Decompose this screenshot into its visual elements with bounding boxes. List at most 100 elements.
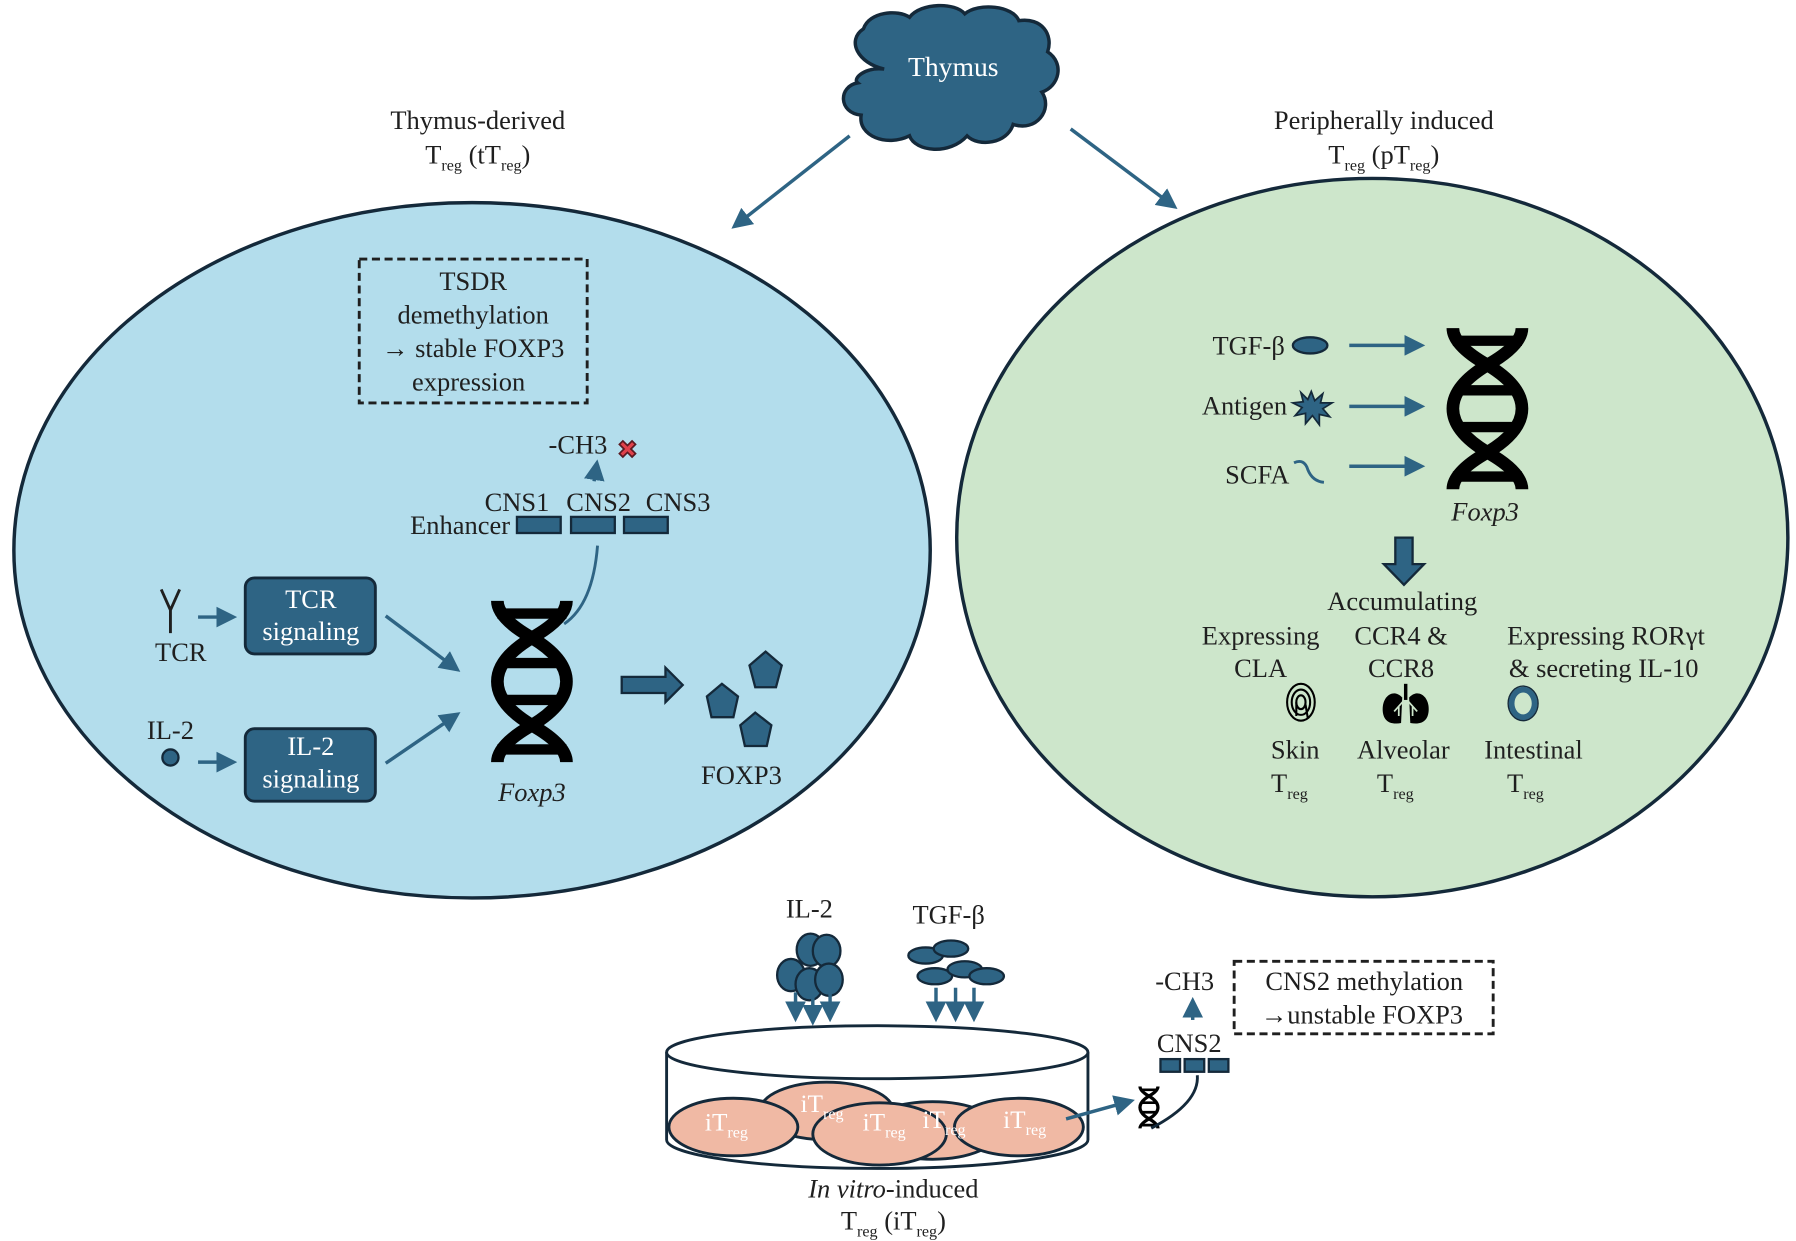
ttreg-cell: TSDR demethylation → stable FOXP3 expres… [12, 200, 932, 900]
subset-intestinal: Expressing RORγt & secreting IL-10 Intes… [1484, 621, 1705, 803]
arrow-thymus-to-ttreg [731, 134, 851, 229]
ttreg-title-line1: Thymus-derived [390, 105, 565, 135]
intestine-ring-icon [1508, 686, 1538, 721]
subset-alveolar: Accumulating CCR4 & CCR8 Alveolar Treg [1327, 586, 1477, 803]
itreg-il2-label: IL-2 [786, 894, 833, 924]
ttreg-title-line2: Treg (tTreg) [425, 139, 530, 174]
ptreg-title-line1: Peripherally induced [1274, 105, 1494, 135]
svg-text:Treg: Treg [1507, 768, 1544, 803]
itreg-cell [811, 1101, 948, 1167]
itreg-cell [667, 1096, 800, 1158]
itreg-section: IL-2 TGF-β [665, 894, 1495, 1240]
svg-text:signaling: signaling [262, 616, 359, 646]
svg-text:iTreg: iTreg [923, 1106, 966, 1139]
tgfb-arrows [925, 987, 985, 1023]
svg-text:Treg: Treg [1271, 768, 1308, 803]
svg-text:signaling: signaling [262, 763, 359, 793]
svg-text:Expressing RORγt: Expressing RORγt [1507, 621, 1705, 651]
cns-block [1183, 1057, 1206, 1073]
svg-text:TCR: TCR [285, 584, 337, 614]
il2-molecule-icon [161, 748, 180, 767]
tcr-receptor-icon [159, 588, 181, 634]
il2-cluster-icon [775, 932, 844, 1002]
fingerprint-icon [1286, 682, 1316, 722]
arrow-itreg-to-dna [1065, 1095, 1135, 1121]
cns3-label: CNS3 [646, 487, 711, 517]
svg-text:CCR4 &: CCR4 & [1354, 621, 1448, 651]
subset-skin: Expressing CLA Skin Treg [1202, 621, 1320, 803]
itreg-ch3-label: -CH3 [1155, 966, 1214, 996]
cns1-label: CNS1 [485, 487, 550, 517]
ptreg-cell: TGF-β Antigen SCFA Foxp3 Expressing CLA … [954, 176, 1790, 899]
cns2-link [1150, 1075, 1199, 1130]
il2-arrows [785, 992, 841, 1026]
itreg-cell [952, 1096, 1085, 1158]
tcr-signaling-box: TCR signaling [243, 576, 377, 656]
ch3-label: -CH3 [549, 430, 608, 460]
svg-text:Treg: Treg [1377, 768, 1414, 803]
svg-text:CCR8: CCR8 [1368, 653, 1434, 683]
arrow-thymus-to-ptreg [1069, 127, 1178, 210]
pentagon-icon [748, 650, 784, 689]
svg-text:iTreg: iTreg [705, 1108, 748, 1141]
svg-text:IL-2: IL-2 [287, 731, 334, 761]
ptreg-title-line2: Treg (pTreg) [1328, 139, 1439, 174]
cns-block [1207, 1057, 1230, 1073]
intestinal-treg-label: Intestinal [1484, 735, 1583, 765]
dna-small-icon [1138, 1084, 1160, 1131]
thymus-label: Thymus [908, 51, 999, 82]
block-arrow-down-icon [1381, 536, 1427, 587]
inducer-scfa-label: SCFA [1225, 460, 1289, 490]
skin-treg-label: Skin [1271, 735, 1320, 765]
arrow-tcr-to-foxp3 [384, 614, 461, 672]
svg-text:iTreg: iTreg [863, 1108, 906, 1141]
foxp3-gene-label: Foxp3 [1450, 496, 1519, 526]
enhancer-label: Enhancer [410, 510, 510, 540]
tsdr-line: expression [412, 366, 525, 396]
tsdr-demethylation-box: TSDR demethylation → stable FOXP3 expres… [357, 257, 589, 405]
tsdr-line: demethylation [397, 299, 548, 329]
cns-block [1159, 1057, 1182, 1073]
tsdr-line: TSDR [439, 266, 507, 296]
tcr-label: TCR [155, 637, 207, 667]
svg-text:Accumulating: Accumulating [1327, 586, 1477, 616]
cns2-block [569, 515, 616, 535]
pentagon-icon [739, 711, 773, 748]
itreg-cells: iTreg iTreg iTreg iTreg iTreg [667, 1080, 1085, 1167]
foxp3-protein-icons [705, 650, 784, 748]
thymus-cloud: Thymus [841, 3, 1060, 151]
svg-text:iTreg: iTreg [1003, 1106, 1046, 1139]
alveolar-treg-label: Alveolar [1357, 735, 1450, 765]
ttreg-cell-membrane [12, 200, 932, 900]
inducer-antigen-label: Antigen [1202, 390, 1287, 420]
block-arrow-right-icon [620, 664, 685, 706]
cns2-label: CNS2 [566, 487, 631, 517]
svg-text:CNS2 methylation: CNS2 methylation [1265, 966, 1463, 996]
cns2-methylation-box: CNS2 methylation →unstable FOXP3 [1232, 959, 1495, 1036]
itreg-title-line2: Treg (iTreg) [841, 1205, 946, 1240]
il2-signaling-box: IL-2 signaling [243, 727, 377, 803]
cns3-block [622, 515, 669, 535]
svg-text:iTreg: iTreg [800, 1090, 843, 1123]
svg-text:→unstable FOXP3: →unstable FOXP3 [1261, 999, 1463, 1029]
il2-label: IL-2 [147, 715, 194, 745]
tsdr-line: → stable FOXP3 [382, 333, 564, 363]
inducer-tgfb-label: TGF-β [1213, 331, 1285, 361]
svg-text:Expressing: Expressing [1202, 621, 1320, 651]
enhancer-link [563, 545, 599, 626]
thymus-cloud-shape [841, 3, 1060, 151]
tgfb-cluster-icon [907, 939, 1006, 986]
tgf-beta-ellipse-icon [1291, 336, 1329, 355]
pentagon-icon [705, 682, 740, 719]
ptreg-cell-membrane [954, 176, 1790, 899]
arrow-up-small [584, 459, 605, 482]
itreg-title-line1: In vitro-induced [807, 1173, 978, 1203]
foxp3-gene-label: Foxp3 [497, 777, 566, 807]
foxp3-protein-label: FOXP3 [701, 760, 782, 790]
scfa-squiggle-icon [1293, 460, 1325, 484]
itreg-cns2-label: CNS2 [1157, 1028, 1222, 1058]
cns1-block [515, 515, 562, 535]
svg-text:CLA: CLA [1234, 653, 1287, 683]
arrow-il2-to-foxp3 [384, 712, 461, 765]
